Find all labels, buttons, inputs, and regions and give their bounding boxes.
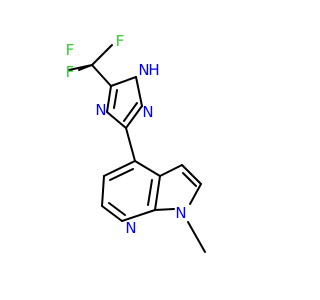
bond-c5-c6 (101, 175, 105, 207)
atom-label-pyrrole-n: N (175, 204, 186, 222)
bond-triazole-core (125, 127, 136, 162)
atom-label-layer: F F F N H N N N N (66, 32, 187, 237)
bond-c7a-c3a-double (147, 179, 153, 206)
bond-cf3-triazole (91, 64, 112, 87)
bond-n7-c7a (121, 209, 156, 222)
bond-c3-n4 (106, 111, 127, 129)
bond-n4-c5 (106, 85, 112, 113)
bond-layer (68, 44, 206, 253)
bond-n1-n2 (135, 76, 143, 107)
bond-c6-n7 (101, 205, 123, 222)
bond-c3-c2-double (182, 172, 197, 187)
atom-label-triazole-n1: N (138, 61, 149, 79)
atom-label-triazole-n2: N (142, 103, 153, 121)
atom-label-f-bottom: F (66, 63, 75, 81)
bond-c7a-c3a (154, 175, 161, 211)
canvas-background (0, 0, 300, 300)
bond-c-f-top (91, 44, 113, 66)
bond-c2-n1 (189, 183, 202, 205)
bond-c4-c5-double (109, 168, 134, 181)
atom-label-f-left: F (66, 41, 75, 59)
bond-c5-n1 (110, 76, 137, 87)
atom-label-pyridine-n: N (125, 219, 136, 237)
bond-c4-c5 (103, 160, 136, 177)
bond-n4-c5-double (113, 89, 118, 109)
bond-c3a-c4 (134, 160, 161, 177)
bond-c3a-c3 (159, 164, 183, 177)
atom-label-f-top: F (116, 32, 125, 50)
bond-n1-c7a (154, 208, 175, 211)
bond-n2-c3 (125, 105, 143, 129)
atom-label-triazole-n1-h: H (148, 61, 159, 79)
molecule-structure-diagram: F F F N H N N N N (0, 0, 300, 300)
bond-n-methyl (187, 221, 206, 253)
bond-c-f-bottom (68, 64, 93, 71)
bond-c6-n7-double (108, 202, 126, 216)
bond-c3-c2 (181, 164, 202, 185)
bond-n2-c3-double (123, 102, 138, 122)
atom-label-triazole-n4: N (95, 101, 106, 119)
